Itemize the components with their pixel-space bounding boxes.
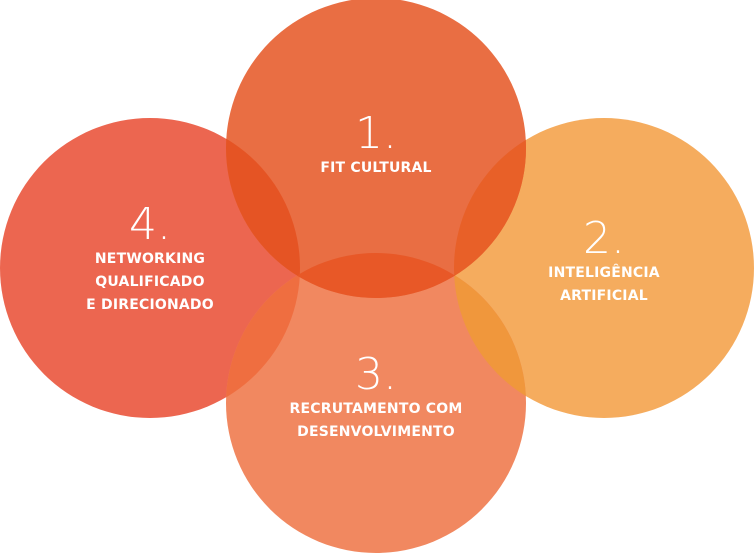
item-text: QUALIFICADO <box>95 274 205 290</box>
circle-2 <box>454 118 754 418</box>
circle-1 <box>226 0 526 298</box>
item-number: 4. <box>129 199 171 250</box>
item-text: NETWORKING <box>94 251 206 267</box>
label-fit-cultural: 1. FIT CULTURAL <box>320 111 431 180</box>
label-networking: 4. NETWORKING QUALIFICADO E DIRECIONADO <box>86 202 214 317</box>
item-text: FIT CULTURAL <box>320 160 432 176</box>
item-number: 3. <box>355 349 397 400</box>
item-text: INTELIGÊNCIA <box>548 265 660 281</box>
label-recrutamento: 3. RECRUTAMENTO COM DESENVOLVIMENTO <box>290 352 463 444</box>
label-inteligencia-artificial: 2. INTELIGÊNCIA ARTIFICIAL <box>548 216 660 308</box>
item-text: E DIRECIONADO <box>86 297 214 313</box>
item-number: 2. <box>583 213 625 264</box>
item-text: DESENVOLVIMENTO <box>297 424 455 440</box>
item-number: 1. <box>355 108 397 159</box>
circle-3 <box>226 253 526 553</box>
item-text: ARTIFICIAL <box>560 288 648 304</box>
circle-4 <box>0 118 300 418</box>
item-text: RECRUTAMENTO COM <box>289 401 463 417</box>
